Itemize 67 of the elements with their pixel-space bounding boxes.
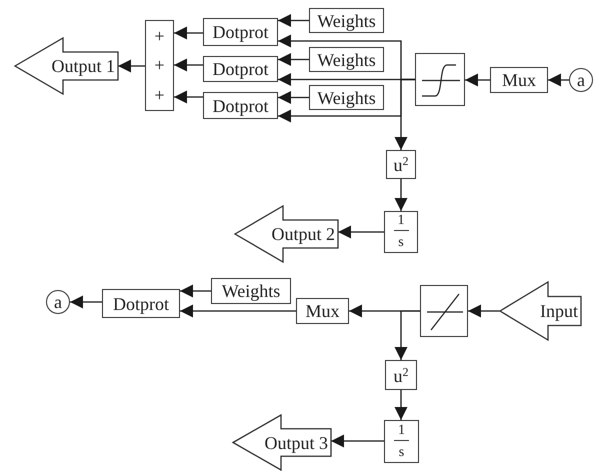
block-label: Weights <box>317 50 376 68</box>
signal-arrow <box>278 14 309 27</box>
sigmoid-block <box>415 53 465 106</box>
function-block <box>385 360 417 390</box>
plus-sign: + <box>154 26 165 45</box>
block-label: s <box>398 236 404 250</box>
signal-arrow <box>394 390 408 420</box>
function-block <box>490 67 548 93</box>
integrator-block <box>384 211 418 253</box>
block-label: Dotprot <box>212 23 268 41</box>
port-arrow-shape <box>235 206 338 262</box>
function-block <box>309 85 384 110</box>
block-label: Mux <box>502 71 536 89</box>
signal-arrow <box>394 310 420 360</box>
signal-arrow <box>70 296 102 308</box>
block-label: a <box>54 293 62 311</box>
signal-arrow <box>174 58 203 72</box>
signal-arrow <box>331 434 384 448</box>
block-label: Output 1 <box>51 57 115 75</box>
signal-arrow <box>278 91 309 104</box>
block-label: 1 <box>394 424 409 440</box>
block-label: s <box>398 446 404 460</box>
block-label: Input <box>540 302 578 320</box>
function-block <box>296 298 349 324</box>
signal-arrow <box>394 78 415 150</box>
signal-arrow <box>174 90 203 104</box>
block-label: Output 3 <box>264 434 328 452</box>
port-arrow-shape <box>500 282 581 340</box>
function-block <box>309 8 384 33</box>
block-label: u$^{2}$ <box>394 155 408 174</box>
signal-arrow <box>278 53 309 66</box>
function-block <box>203 56 278 82</box>
block-label: Dotprot <box>212 60 268 78</box>
signal-arrow <box>174 26 203 40</box>
connector-circle <box>46 290 70 314</box>
block-label: 1 <box>394 214 408 232</box>
block-label: Weights <box>222 282 280 300</box>
signal-arrow <box>394 179 408 211</box>
integrator-block <box>384 420 419 463</box>
signal-arrow <box>468 304 500 318</box>
plus-sign: + <box>154 86 165 104</box>
block-label: Mux <box>305 302 340 320</box>
function-block <box>203 18 278 46</box>
block-label: Output 2 <box>271 225 335 243</box>
signal-arrow <box>180 304 296 318</box>
block-label: Dotprot <box>212 96 268 114</box>
sum-block <box>145 20 174 111</box>
function-block <box>309 47 384 72</box>
block-label: a <box>577 71 585 89</box>
block-label: Weights <box>317 88 376 106</box>
signal-arrow <box>118 60 145 72</box>
function-block <box>211 278 291 304</box>
signal-arrow <box>338 226 384 238</box>
port-arrow-shape <box>233 415 331 470</box>
block-label: Weights <box>317 12 376 30</box>
function-block <box>102 289 180 318</box>
connector-circle <box>569 68 593 92</box>
signal-arrow <box>180 284 211 298</box>
block-label: u$^{2}$ <box>394 366 408 384</box>
port-arrow-shape <box>15 38 118 94</box>
function-block <box>203 92 278 119</box>
block-label: Dotprot <box>113 294 169 312</box>
function-block <box>386 150 416 179</box>
linear-block <box>420 285 468 337</box>
signal-arrow <box>465 74 490 86</box>
plus-sign: + <box>154 56 165 74</box>
signal-arrow <box>548 74 569 86</box>
